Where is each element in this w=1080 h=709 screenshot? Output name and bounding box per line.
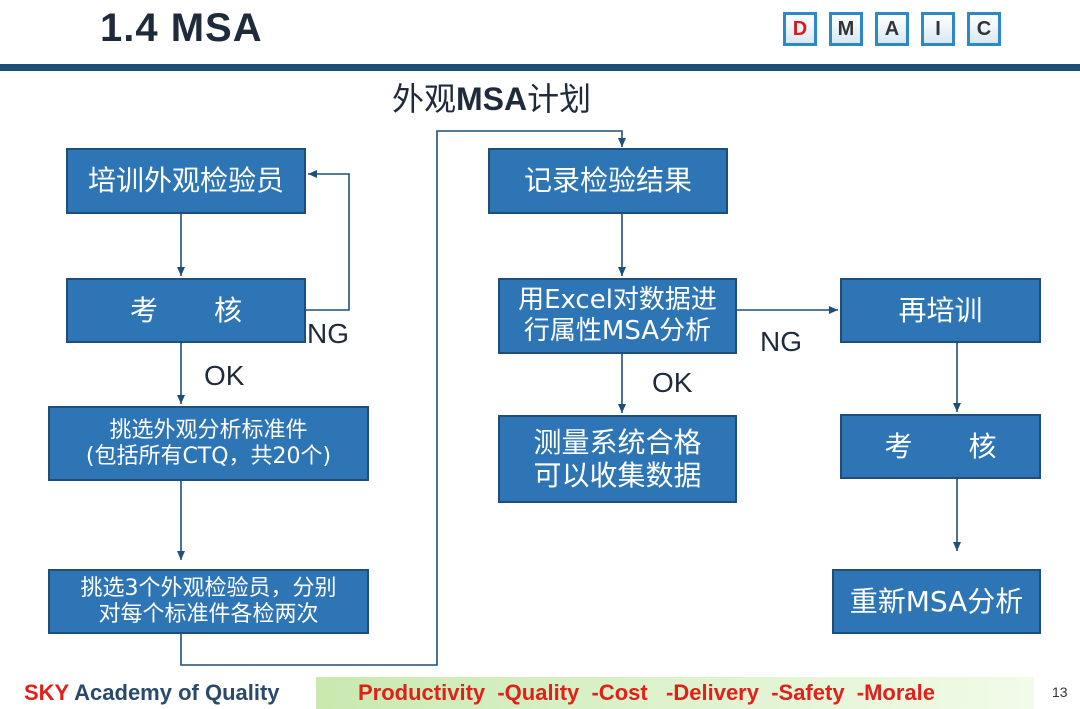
dmaic-nav: D M A I C: [783, 12, 1001, 46]
box-exam-2: 考 核: [840, 414, 1041, 479]
diagram-title: 外观MSA计划: [392, 74, 591, 120]
dmaic-m[interactable]: M: [829, 12, 863, 46]
box-system-pass-line2: 可以收集数据: [533, 459, 702, 492]
box-select-inspectors-line1: 挑选3个外观检验员，分别: [80, 575, 337, 601]
box-excel-analysis: 用Excel对数据进 行属性MSA分析: [498, 278, 737, 354]
arrow-ng-loop: [306, 170, 350, 311]
dmaic-a[interactable]: A: [875, 12, 909, 46]
box-system-pass: 测量系统合格 可以收集数据: [498, 415, 737, 503]
box-system-pass-line1: 测量系统合格: [533, 425, 702, 459]
subtitle-post: 计划: [527, 80, 592, 118]
box-excel-analysis-line1: 用Excel对数据进: [518, 285, 717, 316]
page-title: 1.4 MSA: [100, 6, 263, 50]
box-retrain: 再培训: [840, 278, 1041, 343]
header-divider: [0, 64, 1080, 71]
footer-slogan: Productivity -Quality -Cost -Delivery -S…: [358, 680, 936, 705]
box-exam-1: 考 核: [66, 278, 306, 343]
footer-brand: SKY Academy of Quality: [24, 680, 280, 706]
subtitle-bold: MSA: [456, 81, 528, 117]
box-select-inspectors: 挑选3个外观检验员，分别 对每个标准件各检两次: [48, 569, 369, 634]
box-select-inspectors-line2: 对每个标准件各检两次: [98, 601, 319, 627]
box-select-standards-line1: 挑选外观分析标准件: [109, 417, 308, 443]
dmaic-c[interactable]: C: [967, 12, 1001, 46]
box-select-standards-line2: (包括所有CTQ，共20个): [85, 443, 332, 469]
arrow-to-record: [180, 130, 626, 666]
box-excel-analysis-line2: 行属性MSA分析: [523, 316, 712, 346]
footer-band: [316, 677, 1034, 709]
box-redo-msa: 重新MSA分析: [832, 569, 1041, 634]
label-ok-1: OK: [204, 360, 245, 391]
label-ng-1: NG: [307, 318, 349, 349]
footer-sky: SKY: [24, 680, 69, 705]
box-select-standards: 挑选外观分析标准件 (包括所有CTQ，共20个): [48, 406, 369, 481]
page-number: 13: [1052, 684, 1068, 700]
box-record-results: 记录检验结果: [488, 148, 728, 214]
dmaic-i[interactable]: I: [921, 12, 955, 46]
footer-academy: Academy of Quality: [74, 680, 280, 705]
label-ok-2: OK: [652, 367, 693, 398]
subtitle-pre: 外观: [392, 80, 457, 118]
label-ng-2: NG: [760, 326, 802, 357]
box-train-inspectors: 培训外观检验员: [66, 148, 306, 214]
dmaic-d[interactable]: D: [783, 12, 817, 46]
